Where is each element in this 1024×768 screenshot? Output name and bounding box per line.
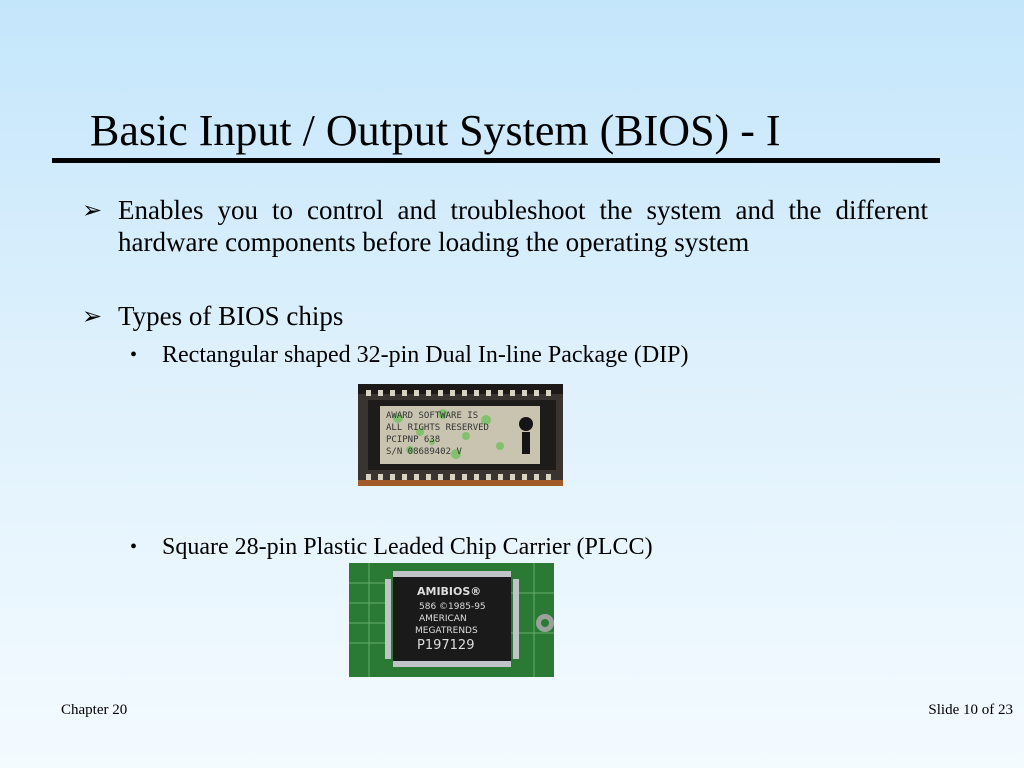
plcc-chip-photo: AMIBIOS® 586 ©1985-95 AMERICAN MEGATREND… [349,563,554,677]
plcc-label-line: AMIBIOS® [417,585,481,598]
dip-label-line: ALL RIGHTS RESERVED [386,423,489,433]
plcc-label-line: MEGATRENDS [415,626,478,636]
footer-chapter: Chapter 20 [61,702,128,718]
dip-label-line: AWARD SOFTWARE IS [386,411,478,421]
arrow-bullet-icon: ➢ [82,302,103,330]
sub-bullet-text: Square 28-pin Plastic Leaded Chip Carrie… [162,534,653,560]
sub-bullet-dip: • Rectangular shaped 32-pin Dual In-line… [130,340,689,370]
footer-slide-number: Slide 10 of 23 [928,702,1013,718]
slide-title: Basic Input / Output System (BIOS) - I [90,106,781,155]
plcc-label-line: 586 ©1985-95 [419,602,486,612]
bullet-text: Enables you to control and troubleshoot … [118,195,928,257]
title-underline [52,158,940,163]
dip-label-line: S/N 08689402 V [386,447,462,457]
dip-chip-photo: AWARD SOFTWARE IS ALL RIGHTS RESERVED PC… [358,384,563,486]
dip-label-line: PCIPNP 638 [386,435,440,445]
dip-chip-illustration: AWARD SOFTWARE IS ALL RIGHTS RESERVED PC… [358,384,563,486]
bullet-item-2: ➢ Types of BIOS chips [82,300,928,332]
dot-bullet-icon: • [130,536,138,558]
plcc-label-line: P197129 [417,638,474,653]
plcc-label-line: AMERICAN [419,614,467,624]
bullet-text: Types of BIOS chips [118,301,344,331]
sub-bullet-text: Rectangular shaped 32-pin Dual In-line P… [162,342,689,368]
dot-bullet-icon: • [130,344,138,366]
plcc-chip-illustration: AMIBIOS® 586 ©1985-95 AMERICAN MEGATREND… [349,563,554,677]
sub-bullet-plcc: • Square 28-pin Plastic Leaded Chip Carr… [130,532,653,562]
arrow-bullet-icon: ➢ [82,196,103,224]
bullet-item-1: ➢ Enables you to control and troubleshoo… [82,194,928,258]
